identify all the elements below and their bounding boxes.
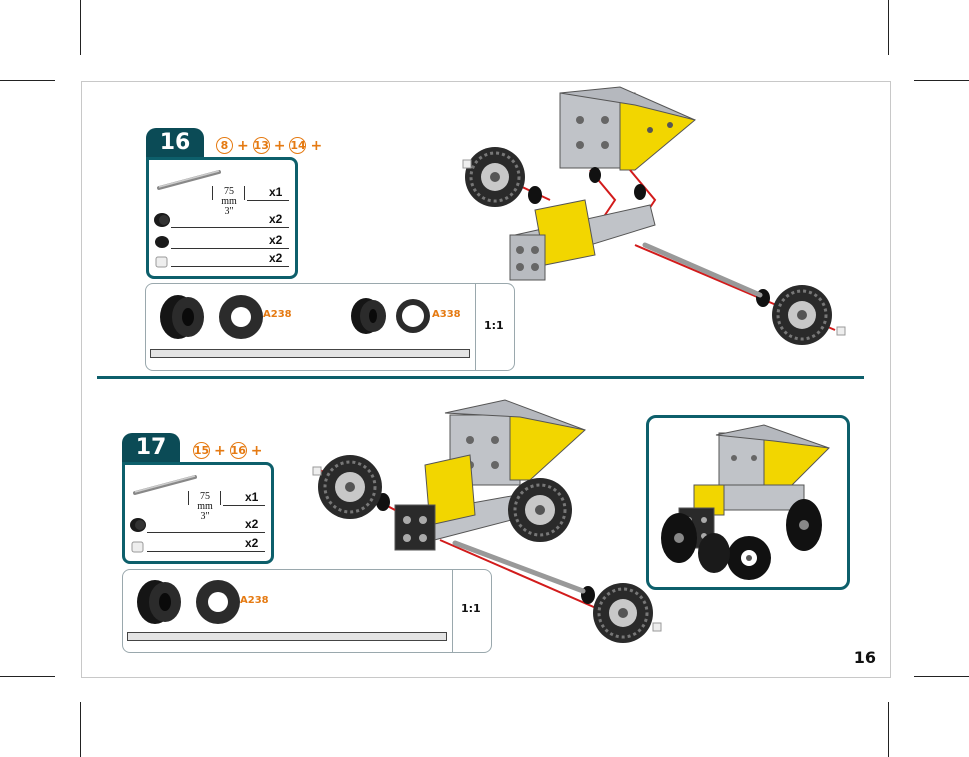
part-qty: x2 bbox=[245, 517, 259, 531]
part-code: A238 bbox=[240, 595, 269, 606]
step-ref: 16 bbox=[229, 442, 247, 459]
completed-model-box bbox=[646, 415, 850, 590]
previous-steps: 15 + 16 + bbox=[193, 442, 263, 459]
crop-mark bbox=[914, 676, 969, 677]
part-qty: x2 bbox=[269, 212, 283, 226]
crop-mark bbox=[0, 80, 55, 81]
step-number-tab: 17 bbox=[122, 433, 180, 463]
spacer-A238-icon bbox=[160, 295, 263, 339]
page-number: 16 bbox=[853, 648, 876, 667]
wheel-rear-right bbox=[698, 533, 730, 573]
part-qty: x2 bbox=[269, 251, 283, 265]
step17-assembly-illustration bbox=[312, 399, 662, 643]
scale-parts-box: A238 1:1 bbox=[122, 569, 492, 653]
scale-label: 1:1 bbox=[461, 602, 481, 615]
part-code: A338 bbox=[432, 309, 461, 320]
step-number: 17 bbox=[135, 435, 167, 460]
wheel-front-right bbox=[727, 536, 771, 580]
crop-mark bbox=[80, 702, 81, 757]
step-ref: 14 bbox=[289, 137, 307, 154]
step-number: 16 bbox=[159, 130, 191, 155]
large-spacer-icon bbox=[154, 213, 170, 227]
wheel-left bbox=[465, 147, 525, 207]
length-ruler bbox=[127, 632, 447, 641]
crop-mark bbox=[888, 0, 889, 55]
crop-mark bbox=[80, 0, 81, 55]
large-spacer-icon bbox=[130, 518, 146, 532]
step-ref: 8 bbox=[216, 137, 233, 154]
completed-dump-truck-illustration bbox=[661, 424, 830, 580]
wheel-front-left bbox=[661, 513, 697, 563]
part-code: A238 bbox=[263, 309, 292, 320]
step16-assembly-illustration bbox=[462, 86, 846, 345]
wheel-right bbox=[772, 285, 832, 345]
dump-body bbox=[559, 86, 697, 171]
previous-steps: 8 + 13 + 14 + bbox=[215, 137, 325, 154]
crop-mark bbox=[0, 676, 55, 677]
collar-icon bbox=[155, 256, 168, 268]
collar-icon bbox=[131, 541, 144, 553]
part-qty: x1 bbox=[245, 490, 259, 504]
scale-label: 1:1 bbox=[484, 319, 504, 332]
wheel-left bbox=[318, 455, 382, 519]
part-qty: x2 bbox=[269, 233, 283, 247]
crop-mark bbox=[914, 80, 969, 81]
wheel-rear bbox=[508, 478, 572, 542]
spacer-A238-icon bbox=[137, 580, 240, 624]
scale-parts-box: A238 A338 1:1 bbox=[145, 283, 515, 371]
axle-rod-icon bbox=[157, 170, 221, 190]
crop-mark bbox=[888, 702, 889, 757]
step-ref: 13 bbox=[252, 137, 270, 154]
page-frame bbox=[81, 81, 891, 678]
spacer-A338-icon bbox=[351, 298, 430, 334]
part-qty: x2 bbox=[245, 536, 259, 550]
part-qty: x1 bbox=[269, 185, 283, 199]
small-spacer-icon bbox=[155, 236, 169, 248]
wheel-rear-left bbox=[786, 499, 822, 551]
axle-rod-icon bbox=[133, 475, 197, 495]
step-divider bbox=[97, 376, 864, 379]
step-ref: 15 bbox=[193, 442, 210, 459]
step-number-tab: 16 bbox=[146, 128, 204, 158]
length-ruler bbox=[150, 349, 470, 358]
wheel-right bbox=[593, 583, 653, 643]
